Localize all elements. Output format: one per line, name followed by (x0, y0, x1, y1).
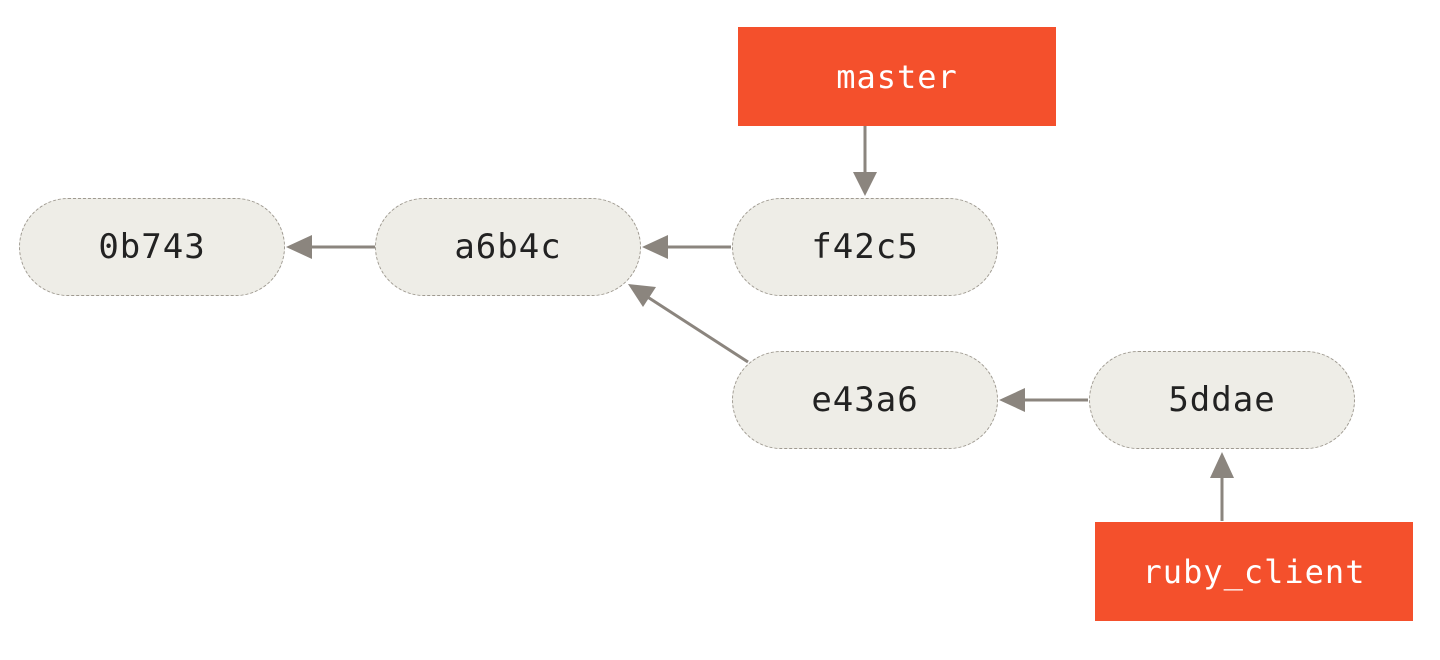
branch-name: ruby_client (1142, 552, 1366, 591)
edge-master-to-f42c5 (853, 126, 877, 196)
commit-node-e43a6: e43a6 (732, 351, 998, 449)
commit-node-5ddae: 5ddae (1089, 351, 1355, 449)
edge-e43a6-to-a6b4c (628, 284, 749, 364)
branch-name: master (836, 57, 958, 96)
edge-a6b4c-to-0b743 (286, 235, 375, 259)
commit-hash: a6b4c (454, 227, 562, 267)
edge-ruby-client-to-5ddae (1210, 452, 1234, 521)
branch-label-master: master (738, 27, 1056, 126)
commit-node-f42c5: f42c5 (732, 198, 998, 296)
commit-hash: f42c5 (811, 227, 919, 267)
edge-5ddae-to-e43a6 (999, 388, 1088, 412)
commit-hash: 5ddae (1168, 380, 1276, 420)
commit-hash: e43a6 (811, 380, 919, 420)
branch-label-ruby-client: ruby_client (1095, 522, 1413, 621)
commit-node-a6b4c: a6b4c (375, 198, 641, 296)
commit-hash: 0b743 (98, 227, 206, 267)
edge-f42c5-to-a6b4c (642, 235, 731, 259)
commit-node-0b743: 0b743 (19, 198, 285, 296)
